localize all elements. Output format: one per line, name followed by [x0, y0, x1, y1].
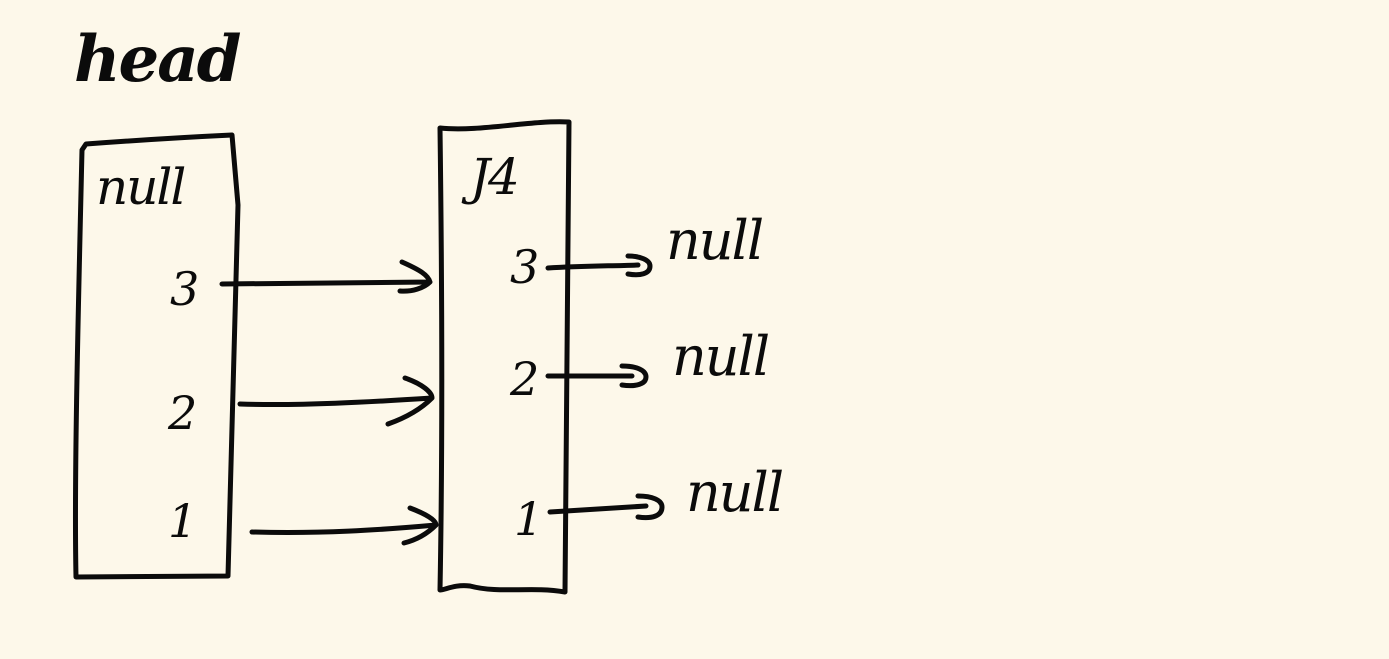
next-node-level-2: 2: [510, 352, 539, 406]
next-node-level-3: 3: [510, 240, 539, 294]
tail-arrow-level-1: [547, 493, 665, 521]
arrow-level-1: [249, 505, 439, 546]
head-node-value: null: [96, 158, 186, 216]
tail-arrow-level-2: [545, 363, 649, 389]
arrow-level-2: [237, 375, 435, 427]
tail-null-level-1: null: [686, 461, 784, 524]
head-node-level-2: 2: [168, 386, 197, 440]
tail-null-level-2: null: [672, 325, 770, 388]
head-node-level-3: 3: [170, 262, 199, 316]
tail-arrow-level-3: [545, 253, 653, 278]
next-node-value: J4: [470, 148, 520, 206]
head-node-level-1: 1: [168, 494, 197, 548]
diagram-title: head: [74, 22, 241, 97]
tail-null-level-3: null: [666, 209, 764, 272]
next-node-level-1: 1: [514, 492, 543, 546]
next-node-box: [437, 119, 572, 595]
arrow-level-3: [219, 259, 433, 294]
head-node-box: [72, 132, 241, 580]
